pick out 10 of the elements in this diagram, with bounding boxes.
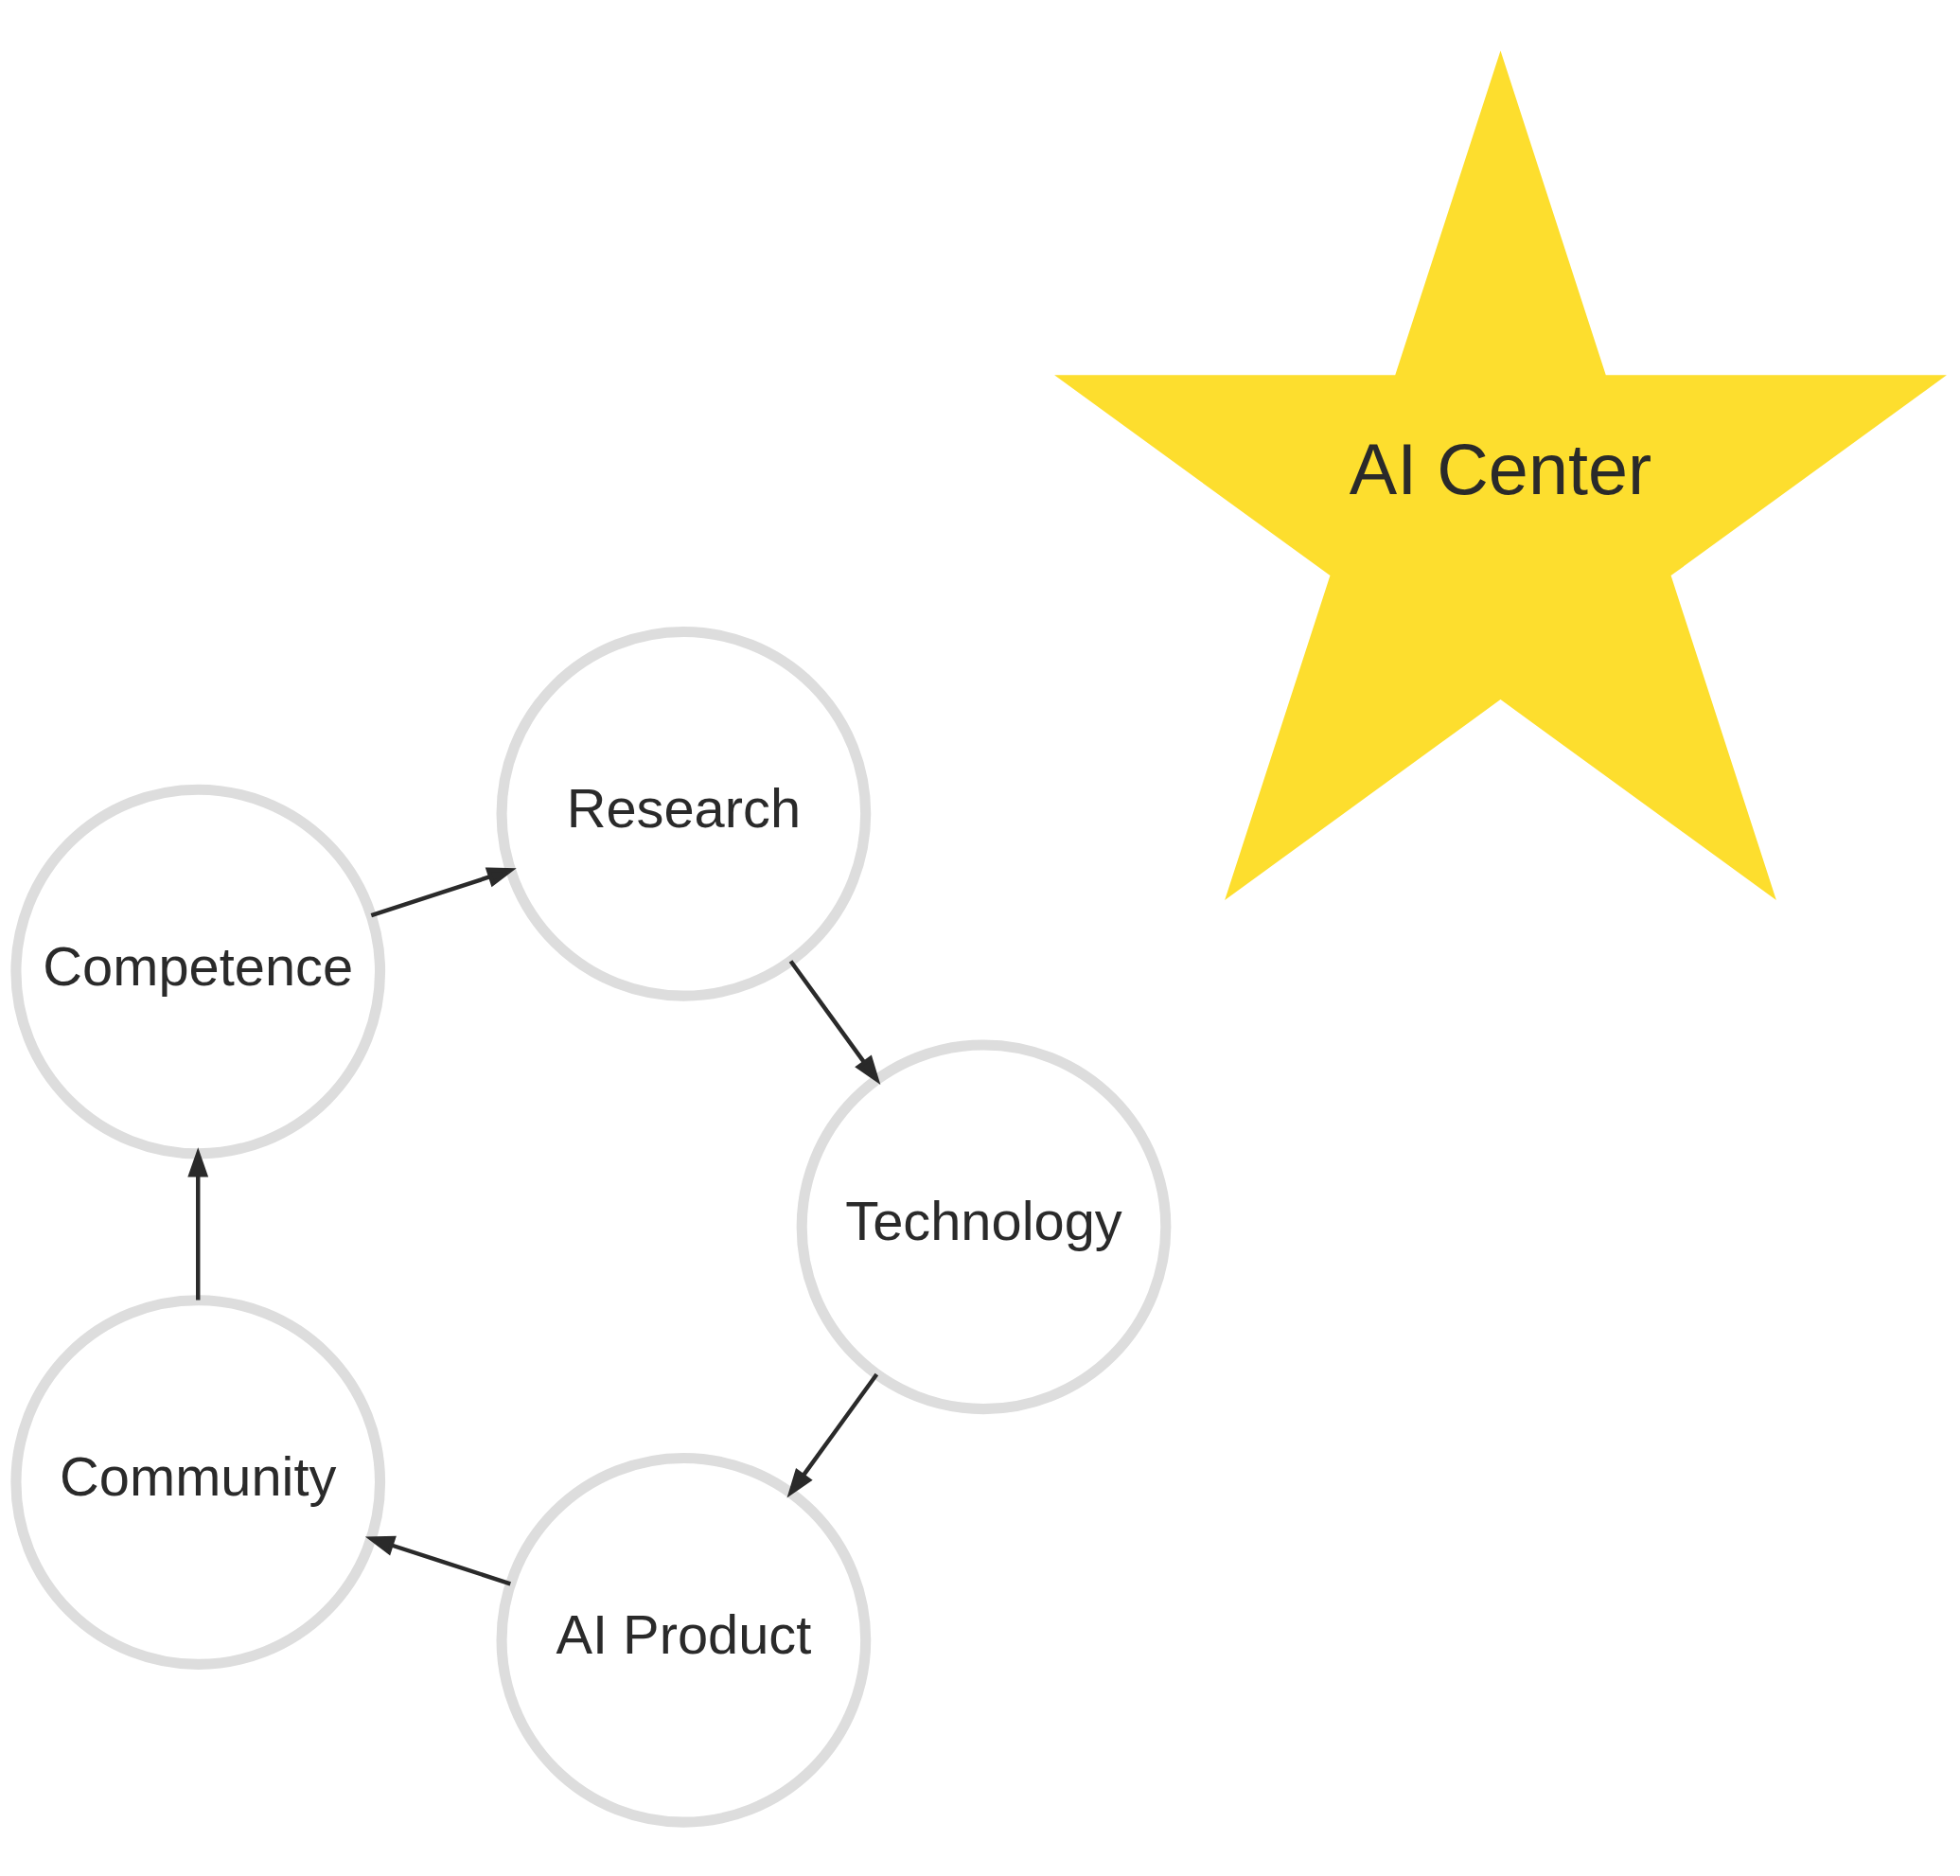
arrow — [788, 960, 881, 1086]
node-circle: Competence — [10, 784, 386, 1159]
node-circle: Research — [496, 626, 872, 1001]
node-circle: Technology — [796, 1039, 1172, 1415]
node-circle: Community — [10, 1295, 386, 1670]
arrow — [370, 867, 517, 918]
arrow — [364, 1535, 511, 1586]
arrow — [786, 1372, 879, 1498]
node-circle: AI Product — [496, 1452, 872, 1828]
arrow — [187, 1147, 209, 1301]
